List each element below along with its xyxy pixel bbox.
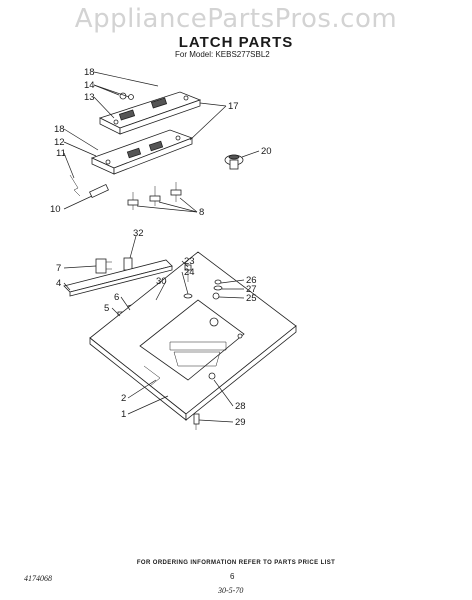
nut-26-27-25: [212, 279, 223, 300]
callout-7: 7: [56, 263, 61, 274]
callout-18-lower: 18: [54, 124, 65, 135]
callout-30: 30: [156, 276, 167, 287]
callout-17: 17: [228, 101, 239, 112]
callout-28: 28: [235, 401, 246, 412]
page-number: 6: [230, 572, 235, 581]
callout-25: 25: [246, 293, 257, 304]
callout-1: 1: [121, 409, 126, 420]
screw-29: [193, 413, 200, 430]
callout-18-upper: 18: [84, 67, 95, 78]
pin-10: [89, 183, 109, 199]
base-plate-1: [89, 251, 297, 421]
callout-27: 27: [246, 284, 257, 295]
callout-23: 23: [184, 256, 195, 267]
callout-5: 5: [104, 303, 109, 314]
knob-20: [224, 154, 244, 170]
model-number: For Model: KEBS277SBL2: [175, 50, 270, 59]
ordering-note: FOR ORDERING INFORMATION REFER TO PARTS …: [136, 560, 336, 566]
document-number: 4174068: [24, 574, 52, 583]
callout-13: 13: [84, 92, 95, 103]
leader-lines: [63, 71, 260, 423]
date-code: 30-5-70: [218, 586, 244, 595]
switch-7: [95, 258, 112, 274]
clip-32: [123, 257, 133, 271]
callout-12: 12: [54, 137, 65, 148]
screws-8: [127, 182, 182, 210]
callout-24: 24: [184, 267, 195, 278]
callout-6: 6: [114, 292, 119, 303]
page-title: LATCH PARTS: [178, 34, 294, 51]
latch-bar-4: [63, 259, 173, 297]
upper-latch-bracket: [98, 91, 202, 135]
callout-14: 14: [84, 80, 95, 91]
callout-11: 11: [56, 148, 66, 159]
callout-20: 20: [261, 146, 272, 157]
spring-11: [69, 174, 81, 197]
callout-26: 26: [246, 275, 257, 286]
watermark: AppliancePartsPros.com: [74, 4, 398, 34]
washer-23: [184, 264, 192, 282]
callout-4: 4: [56, 278, 61, 289]
callout-2: 2: [121, 393, 126, 404]
lower-latch-bracket: [90, 129, 194, 175]
spacer-24: [183, 293, 193, 299]
callout-8: 8: [199, 207, 204, 218]
callout-10: 10: [50, 204, 61, 215]
callout-29: 29: [235, 417, 246, 428]
callout-numbers: 18 14 13 17 18 12 11 10 20 8 32 7 4 23 2…: [50, 67, 272, 428]
callout-32: 32: [133, 228, 144, 239]
